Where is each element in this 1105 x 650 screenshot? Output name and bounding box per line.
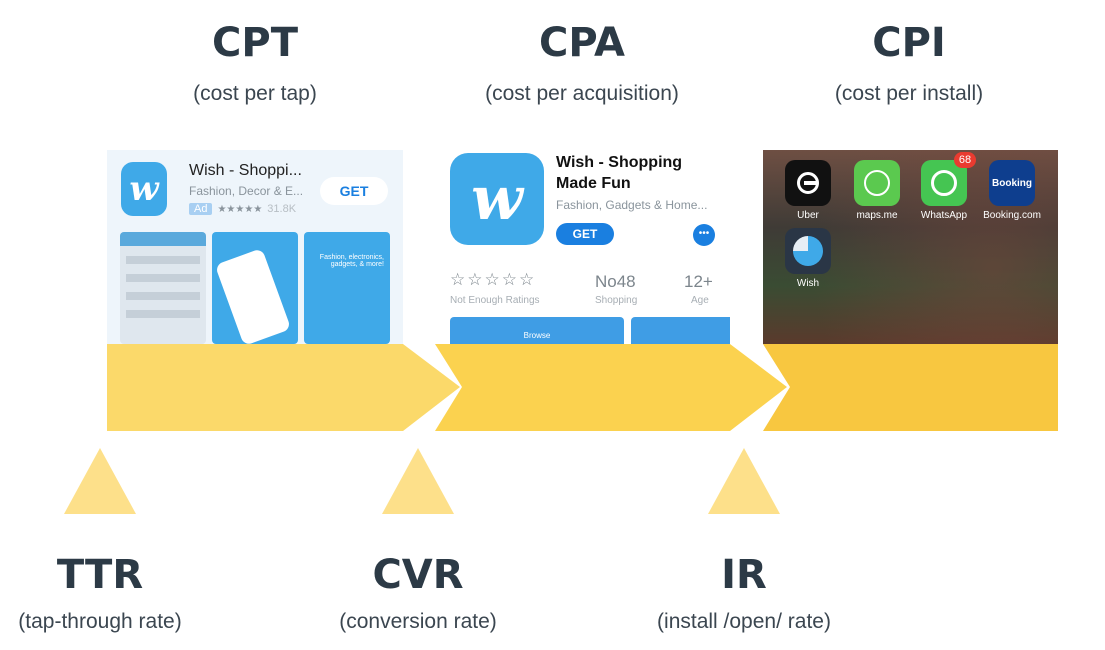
- chart-rank: No48: [595, 272, 636, 291]
- wish-folder-icon[interactable]: [785, 228, 831, 274]
- ir-subtitle: (install /open/ rate): [657, 610, 831, 633]
- preview-screenshot-2: [631, 317, 730, 344]
- browse-label: Browse: [523, 331, 551, 340]
- ad-badge: Ad: [189, 203, 213, 215]
- app-title-line2: Made Fun: [556, 175, 631, 192]
- ad-rating-row: Ad ★★★★★ 31.8K: [189, 203, 296, 215]
- app-subtitle: Fashion, Decor & E...: [189, 184, 304, 198]
- ttr-subtitle: (tap-through rate): [18, 610, 182, 633]
- preview-screenshot-1: Browse: [450, 317, 624, 344]
- get-button[interactable]: GET: [320, 177, 388, 205]
- cpt-subtitle: (cost per tap): [193, 82, 317, 105]
- app-screenshot-promo: Fashion, electronics, gadgets, & more!: [304, 232, 390, 344]
- search-ad-panel: w Wish - Shoppi... Fashion, Decor & E...…: [107, 150, 403, 344]
- funnel-arrow-acquisition: [435, 344, 787, 431]
- ttr-title: TTR: [56, 552, 144, 598]
- cpi-subtitle: (cost per install): [834, 82, 984, 105]
- more-button[interactable]: •••: [693, 224, 715, 246]
- home-screen-panel: Uber maps.me 68 WhatsApp Booking Booking…: [763, 150, 1058, 344]
- age-rating: 12+: [684, 272, 713, 291]
- whatsapp-icon[interactable]: [921, 160, 967, 206]
- ir-marker-triangle: [708, 448, 780, 514]
- promo-text: Fashion, electronics, gadgets, & more!: [319, 254, 384, 268]
- uber-icon[interactable]: [785, 160, 831, 206]
- app-screenshot-phone: [212, 232, 298, 344]
- wish-label: Wish: [796, 278, 820, 289]
- ir-title: IR: [721, 552, 767, 598]
- app-title-line1: Wish - Shopping: [556, 154, 683, 171]
- get-button-2[interactable]: GET: [556, 223, 614, 245]
- product-page-panel: w Wish - Shopping Made Fun Fashion, Gadg…: [435, 150, 730, 344]
- maps-me-icon[interactable]: [854, 160, 900, 206]
- age-caption: Age: [691, 295, 709, 306]
- whatsapp-badge: 68: [954, 152, 976, 168]
- app-title: Wish - Shoppi...: [189, 162, 302, 179]
- uber-label: Uber: [797, 210, 819, 221]
- booking-label: Booking.com: [983, 210, 1041, 221]
- wish-app-icon: w: [121, 162, 167, 216]
- app-screenshot-list: [120, 232, 206, 344]
- rating-count: 31.8K: [267, 203, 297, 215]
- rating-caption: Not Enough Ratings: [450, 295, 540, 306]
- maps-me-label: maps.me: [856, 210, 898, 221]
- booking-icon[interactable]: Booking: [989, 160, 1035, 206]
- cpt-title: CPT: [212, 20, 298, 66]
- wish-app-icon-large: w: [450, 153, 544, 245]
- cpi-title: CPI: [872, 20, 946, 66]
- cvr-subtitle: (conversion rate): [339, 610, 497, 633]
- cpa-subtitle: (cost per acquisition): [485, 82, 679, 105]
- app-subtitle-2: Fashion, Gadgets & Home...: [556, 198, 708, 212]
- funnel-arrow-tap: [107, 344, 460, 431]
- cvr-marker-triangle: [382, 448, 454, 514]
- funnel-arrow-install: [763, 344, 1058, 431]
- whatsapp-label: WhatsApp: [920, 210, 968, 221]
- cpa-title: CPA: [539, 20, 625, 66]
- rating-stars-2: ☆☆☆☆☆: [450, 270, 537, 289]
- ttr-marker-triangle: [64, 448, 136, 514]
- rating-stars: ★★★★★: [217, 203, 263, 215]
- rank-caption: Shopping: [595, 295, 638, 306]
- cvr-title: CVR: [372, 552, 464, 598]
